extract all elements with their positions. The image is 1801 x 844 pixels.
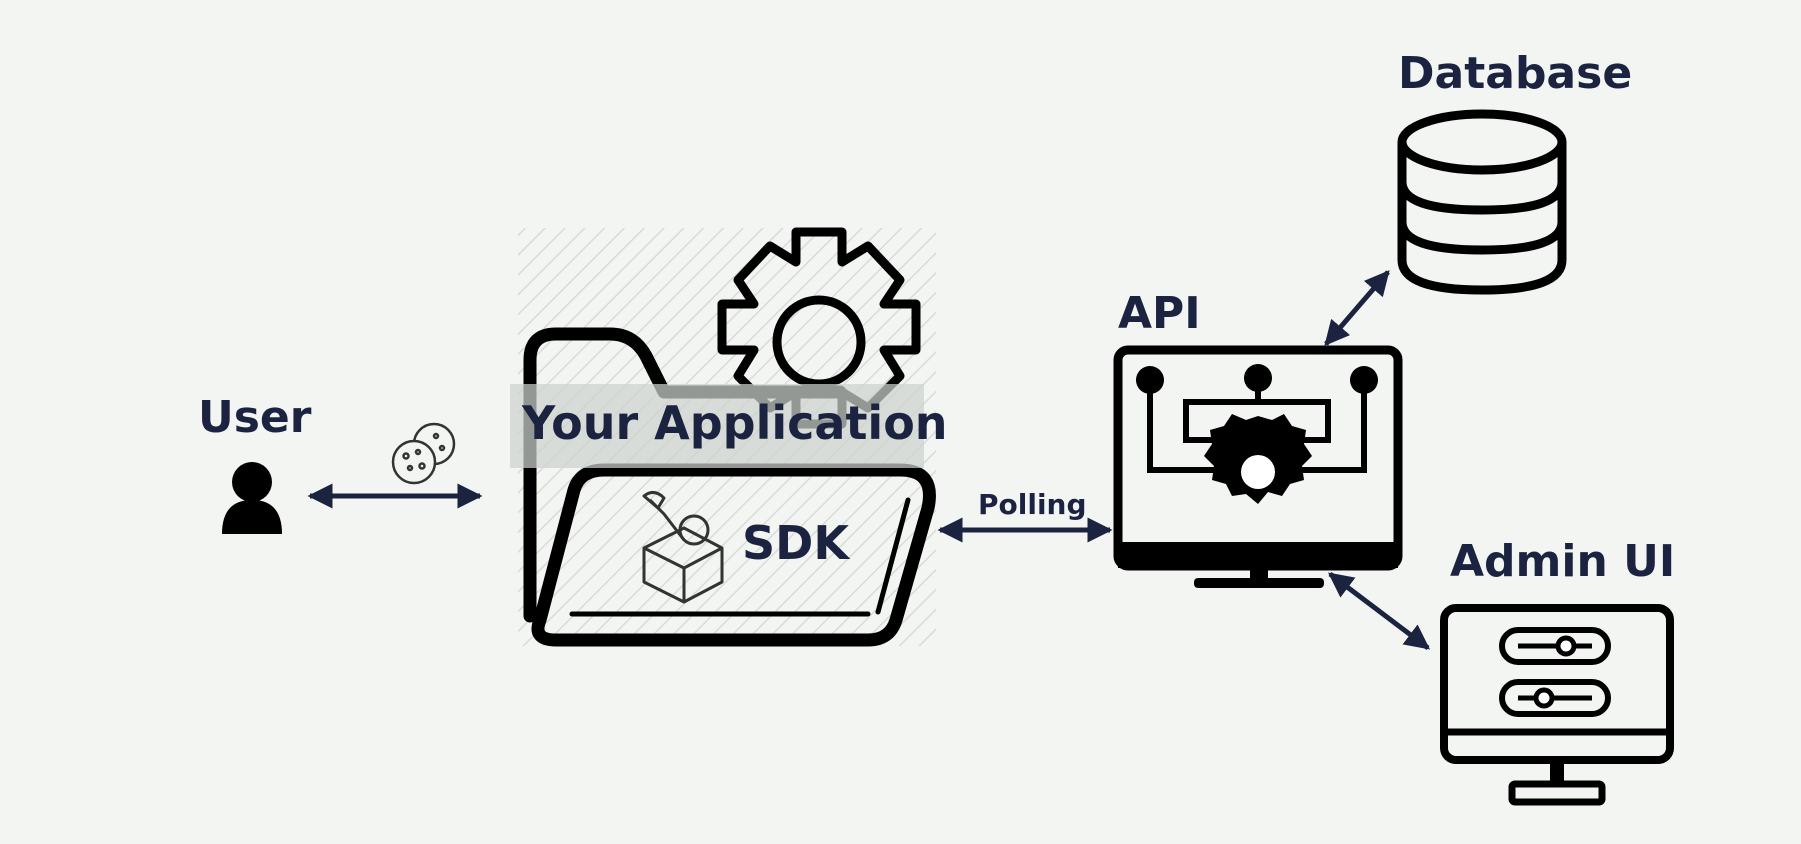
api-admin-arrow	[1328, 572, 1430, 650]
polling-label: Polling	[978, 488, 1087, 521]
app-label-background	[510, 384, 924, 468]
sdk-label: SDK	[742, 516, 849, 570]
api-database-arrow	[1324, 270, 1390, 346]
api-label: API	[1118, 288, 1201, 339]
admin-ui-label: Admin UI	[1450, 536, 1676, 587]
user-label: User	[198, 392, 312, 443]
cookie-icon	[391, 422, 456, 485]
folder-icon	[523, 327, 936, 647]
monitor-sliders-icon	[1440, 604, 1674, 806]
application-label: Your Application	[522, 396, 948, 450]
toolbox-icon	[642, 491, 724, 604]
monitor-circuit-icon	[1113, 345, 1403, 588]
database-icon	[1397, 109, 1567, 295]
database-label: Database	[1398, 48, 1633, 99]
person-icon	[222, 462, 282, 534]
